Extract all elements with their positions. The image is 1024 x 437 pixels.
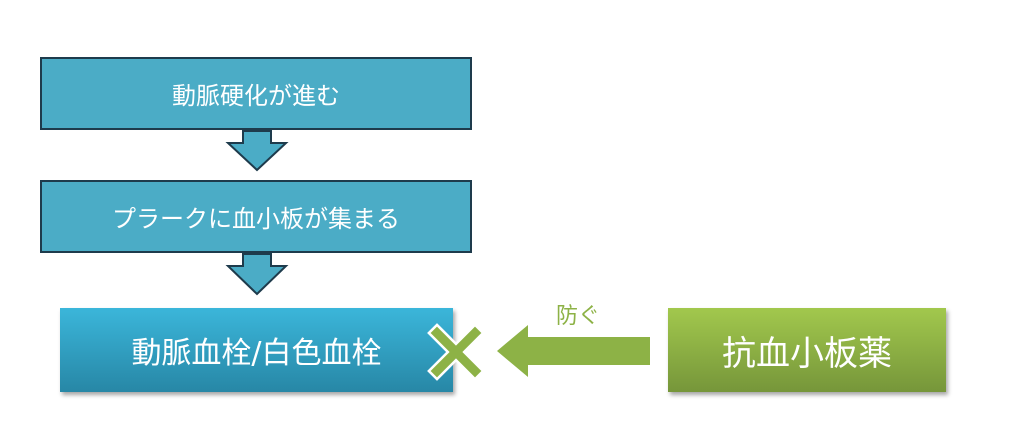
step-platelet-aggregation: プラークに血小板が集まる bbox=[40, 180, 472, 253]
result-label: 動脈血栓/白色血栓 bbox=[131, 336, 382, 371]
drug-label: 抗血小板薬 bbox=[722, 333, 892, 374]
prevent-label: 防ぐ bbox=[556, 304, 601, 329]
antiplatelet-drug-box: 抗血小板薬 bbox=[668, 308, 946, 392]
step-label: プラークに血小板が集まる bbox=[112, 205, 400, 233]
left-arrow bbox=[497, 325, 650, 377]
step-atherosclerosis: 動脈硬化が進む bbox=[40, 57, 472, 130]
step-label: 動脈硬化が進む bbox=[172, 82, 340, 110]
down-arrow-1 bbox=[225, 130, 289, 172]
down-arrow-2 bbox=[225, 253, 289, 296]
result-thrombus-box: 動脈血栓/白色血栓 bbox=[60, 308, 453, 392]
